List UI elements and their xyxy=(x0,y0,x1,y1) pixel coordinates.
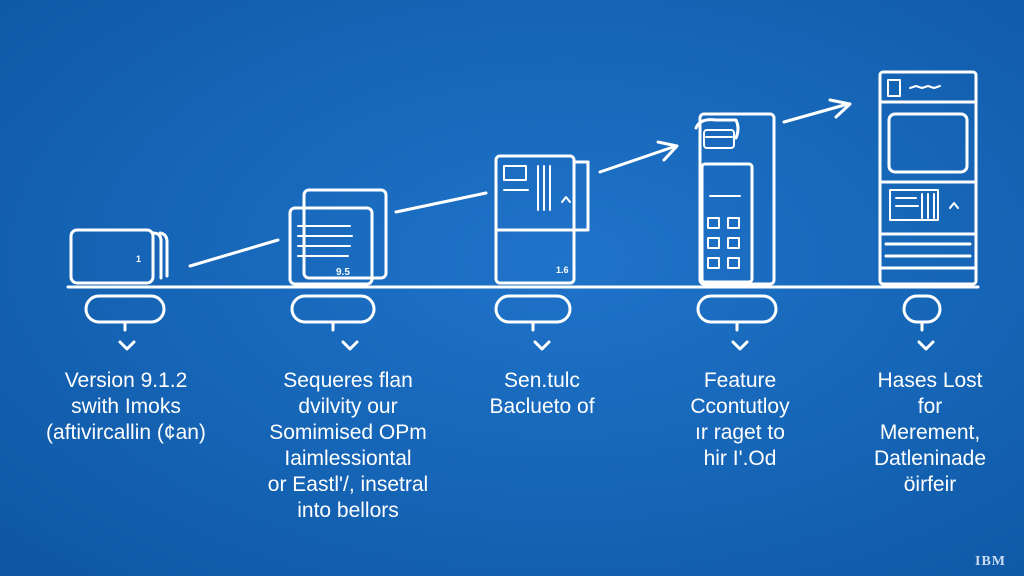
arrow-right-icon xyxy=(598,140,679,174)
timeline-node-4 xyxy=(696,294,778,332)
server-icon: 1.6 xyxy=(494,154,590,285)
document-icon: 9.5 xyxy=(288,188,388,286)
stage-caption-2: Sequeres flan dvilvity our Somimised OPm… xyxy=(267,369,429,522)
connector-line xyxy=(188,238,280,268)
chevron-down-icon xyxy=(917,340,935,351)
stage-caption-5: Hases Lost for Merement, Datleninade öir… xyxy=(873,369,987,496)
ibm-logo: IBM xyxy=(975,554,1006,569)
stage-caption-3: Sen.tulc Baclueto of xyxy=(489,369,595,418)
timeline-node-2 xyxy=(290,294,376,332)
timeline-node-5 xyxy=(902,294,942,332)
device-label: 9.5 xyxy=(336,267,350,278)
timeline-node-3 xyxy=(494,294,572,332)
chevron-down-icon xyxy=(118,340,136,351)
folder-icon: 1 xyxy=(69,228,169,285)
chevron-down-icon xyxy=(341,340,359,351)
coffee-machine-icon xyxy=(694,112,776,286)
device-label: 1 xyxy=(136,254,141,264)
connector-line xyxy=(394,191,488,214)
chevron-down-icon xyxy=(731,340,749,351)
device-label: 1.6 xyxy=(556,265,569,275)
stage-caption-1: Version 9.1.2 swith Imoks (aftivircallin… xyxy=(46,369,206,444)
stage-caption-4: Feature Ccontutloy ır raget to hir I'.Od xyxy=(690,369,790,470)
chevron-down-icon xyxy=(533,340,551,351)
arrow-right-icon xyxy=(782,98,852,124)
timeline-node-1 xyxy=(84,294,166,332)
cabinet-icon xyxy=(878,70,978,286)
